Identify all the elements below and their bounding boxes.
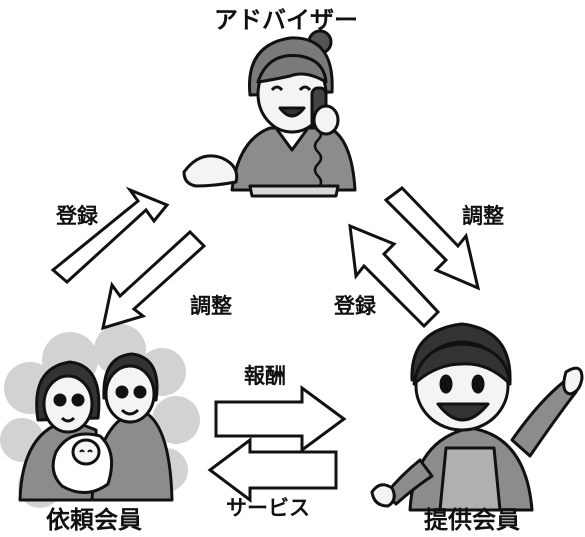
edge-label-advisor-to-requester: 調整 [190,294,232,318]
requester-label: 依頼会員 [46,506,142,534]
arrow-advisor-to-provider [383,186,481,291]
advisor-illustration [182,29,357,198]
edge-label-provider-to-requester: サービス [226,496,310,520]
edge-label-advisor-to-provider: 調整 [462,204,504,228]
provider-illustration [370,322,584,512]
arrow-provider-to-advisor [348,223,441,329]
arrow-requester-to-advisor [50,186,170,285]
advisor-label: アドバイザー [214,6,358,34]
edge-label-requester-to-advisor: 登録 [56,204,98,228]
requester-illustration [0,324,200,508]
arrow-provider-to-requester [207,437,338,503]
edge-label-provider-to-advisor: 登録 [334,294,376,318]
arrow-requester-to-provider [214,385,347,453]
arrow-advisor-to-requester [101,229,207,331]
provider-label: 提供会員 [424,506,520,534]
edge-label-requester-to-provider: 報酬 [244,364,286,388]
